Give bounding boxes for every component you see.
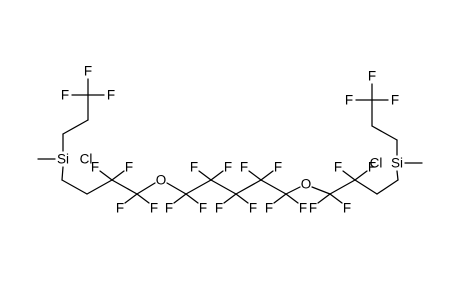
fluorine-label: F (368, 69, 376, 84)
bond (376, 179, 399, 195)
bond (354, 170, 368, 181)
bond (198, 170, 212, 181)
fluorine-label: F (299, 201, 307, 216)
fluorine-label: F (274, 160, 282, 175)
bond (317, 193, 331, 204)
silicon-label: Si (391, 156, 403, 171)
bond (329, 179, 356, 195)
bond (111, 179, 138, 195)
bond (185, 193, 199, 204)
fluorine-label: F (240, 160, 248, 175)
bond (235, 193, 249, 204)
bond (86, 179, 113, 195)
fluorine-label: F (224, 160, 232, 175)
fluorine-label: F (91, 160, 99, 175)
fluorine-label: F (391, 93, 399, 108)
fluorine-label: F (199, 201, 207, 216)
chlorine-label: Cl (80, 152, 93, 167)
bond (285, 186, 301, 195)
fluorine-label: F (343, 201, 351, 216)
bond (329, 193, 343, 204)
silicon-label: Si (57, 152, 69, 167)
fluorine-label: F (345, 93, 353, 108)
oxygen-label: O (156, 173, 167, 188)
bond (61, 179, 88, 195)
fluorine-label: F (61, 88, 69, 103)
bond (235, 179, 262, 195)
bond (371, 125, 398, 141)
fluorine-label: F (265, 201, 273, 216)
bond (99, 170, 113, 181)
fluorine-label: F (165, 201, 173, 216)
fluorine-label: F (309, 201, 317, 216)
bond (210, 179, 237, 195)
chlorine-label: Cl (370, 156, 383, 171)
fluorine-label: F (125, 160, 133, 175)
fluorine-label: F (190, 160, 198, 175)
bond (285, 193, 299, 204)
bond (166, 182, 187, 195)
fluorine-label: F (116, 201, 124, 216)
bond (136, 193, 150, 204)
bond-si-c (61, 166, 64, 181)
fluorine-label: F (107, 88, 115, 103)
bond (260, 170, 274, 181)
oxygen-label: O (301, 177, 312, 192)
fluorine-label: F (150, 201, 158, 216)
bond (260, 179, 287, 195)
fluorine-label: F (334, 160, 342, 175)
bond (273, 193, 287, 204)
fluorine-label: F (215, 201, 223, 216)
bond-si-c (396, 170, 399, 181)
fluorine-label: F (84, 64, 92, 79)
bond (223, 193, 237, 204)
bond (124, 193, 138, 204)
bond (248, 170, 262, 181)
bond (111, 170, 125, 181)
bond (354, 179, 378, 195)
bond (136, 182, 156, 195)
bond (210, 170, 224, 181)
bond (342, 170, 356, 181)
bond (311, 186, 331, 195)
fluorine-label: F (249, 201, 257, 216)
fluorine-label: F (368, 160, 376, 175)
bond (62, 119, 89, 135)
bond (173, 193, 187, 204)
bond (185, 179, 212, 195)
